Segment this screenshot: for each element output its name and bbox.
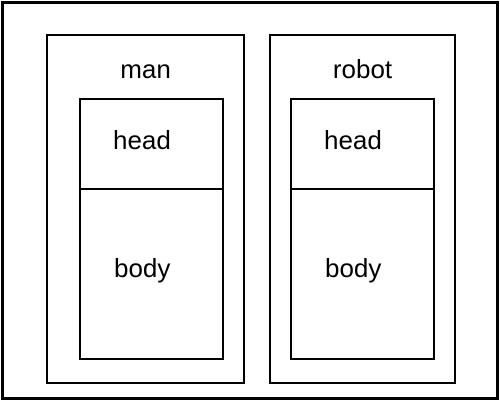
man-body-part: body <box>81 190 222 358</box>
robot-parts-box: head body <box>290 98 435 360</box>
robot-body-label: body <box>325 253 382 283</box>
man-head-label: head <box>113 125 171 155</box>
man-head-part: head <box>81 100 222 190</box>
robot-title: robot <box>332 54 393 84</box>
robot-head-label: head <box>324 125 382 155</box>
robot-body-part: body <box>292 190 433 358</box>
man-body-label: body <box>114 253 171 283</box>
robot-container: robot head body <box>269 34 456 384</box>
man-container: man head body <box>46 34 245 384</box>
man-parts-box: head body <box>79 98 224 360</box>
robot-head-part: head <box>292 100 433 190</box>
man-title: man <box>120 54 171 84</box>
